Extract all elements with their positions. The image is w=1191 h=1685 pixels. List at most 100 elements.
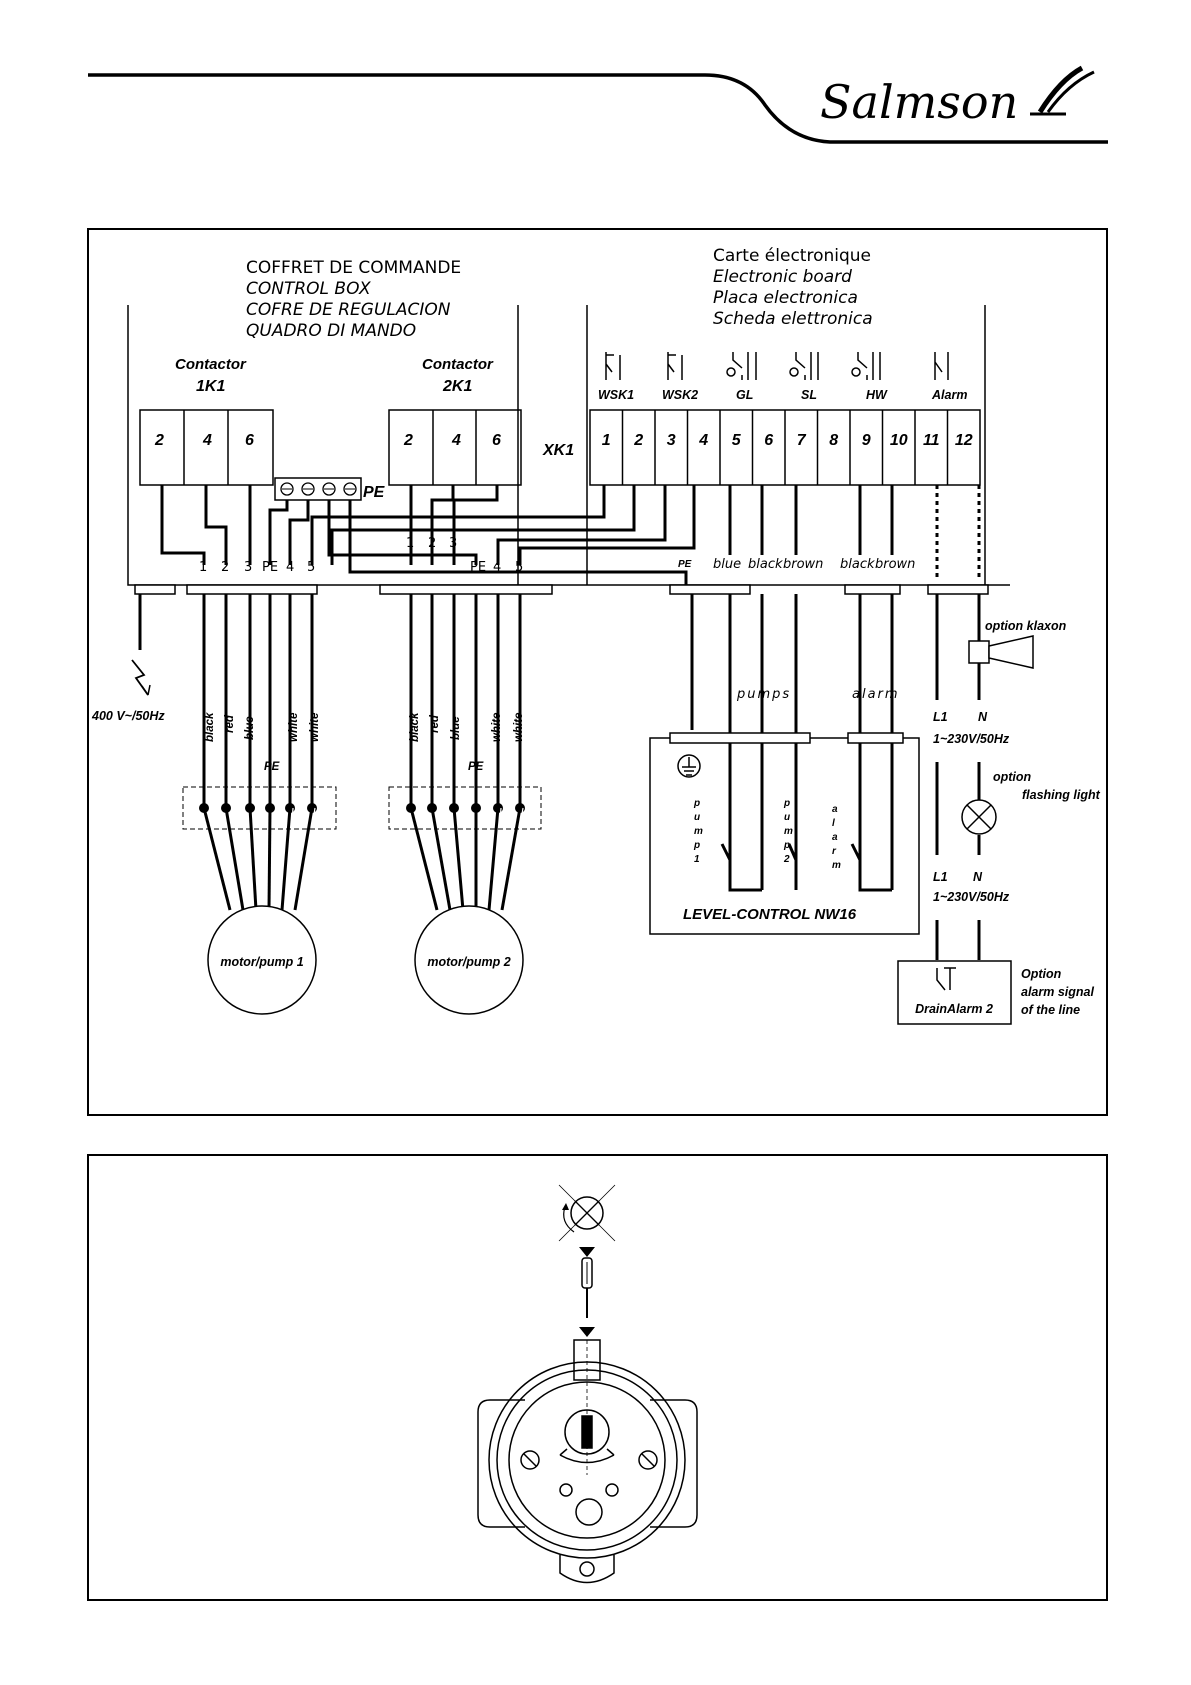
contactor-2k1: Contactor 2K1 2 4 6 xyxy=(388,356,522,486)
cable-2-labels: black red blue PE white white xyxy=(409,712,525,773)
contactor-1k1-id: 1K1 xyxy=(196,378,225,395)
board-title: Carte électronique Electronic board Plac… xyxy=(713,246,873,329)
alarm-output-lines xyxy=(935,485,981,580)
outputs-cable-2: 1 2 3 PE 4 5 xyxy=(406,536,523,575)
motor-1-terminal-block xyxy=(182,786,337,830)
alarm-wire-label: brown xyxy=(875,557,915,572)
drain-alarm-box: DrainAlarm 2 xyxy=(897,960,1012,1025)
board-group-label: GL xyxy=(736,388,753,402)
pumps-cable-label: pumps xyxy=(736,687,791,702)
control-unit-top-view xyxy=(477,1339,698,1584)
motor-2-terminal-block xyxy=(388,786,542,830)
flashing-light-icon xyxy=(961,799,997,835)
board-group-label: SL xyxy=(801,388,817,402)
output-terminal-label: PE xyxy=(470,560,486,575)
motor-pump-2: motor/pump 2 xyxy=(414,905,524,1015)
motor-2-label: motor/pump 2 xyxy=(427,955,510,969)
output-terminal-label: 3 xyxy=(244,560,252,575)
board-title-fr: Carte électronique xyxy=(713,246,871,266)
flashing-light-label: flashing light xyxy=(1022,788,1101,802)
contactor-2k1-id: 2K1 xyxy=(442,378,472,395)
contactor-1k1-terminal: 4 xyxy=(202,432,212,449)
line-bottom-n: N xyxy=(973,870,983,884)
xk1-terminal-number: 7 xyxy=(797,432,807,449)
wire-color-label: blue xyxy=(244,716,256,740)
line-bottom-l1: L1 xyxy=(933,870,948,884)
option-line-wiring xyxy=(935,594,981,960)
xk1-terminal-number: 2 xyxy=(633,432,643,449)
alarm-cable-label: alarm xyxy=(852,687,900,702)
motor-lead xyxy=(430,807,452,911)
board-pe-label: PE xyxy=(678,559,692,570)
wire-color-label: black xyxy=(409,712,421,742)
supply-voltage: 400 V~/50Hz xyxy=(91,709,165,723)
xk1-terminal-number: 9 xyxy=(862,432,871,449)
wire-color-label: white xyxy=(309,712,321,742)
board-title-en: Electronic board xyxy=(713,267,852,287)
output-terminal-label: 5 xyxy=(515,560,523,575)
output-terminal-label: 1 xyxy=(406,536,414,551)
option-klaxon-label: option klaxon xyxy=(985,619,1067,633)
motor-lead-stripe xyxy=(298,807,316,911)
cable-glands xyxy=(134,584,989,595)
motor-cables xyxy=(199,594,525,911)
motor-lead xyxy=(409,807,439,911)
arrow-down-icon xyxy=(579,1327,595,1337)
control-box-title-en: CONTROL BOX xyxy=(246,279,371,299)
output-terminal-label: 5 xyxy=(307,560,315,575)
contactor-2k1-terminal: 2 xyxy=(403,432,413,449)
line-bottom-voltage: 1~230V/50Hz xyxy=(933,890,1010,904)
brand-logo: Salmson xyxy=(820,75,1018,129)
rotation-direction-icon xyxy=(558,1184,616,1242)
xk1-terminal-number: 4 xyxy=(698,432,708,449)
alarm-signal-label: Option xyxy=(1021,967,1062,981)
board-group-label: Alarm xyxy=(931,388,967,402)
motor-1-label: motor/pump 1 xyxy=(220,955,303,969)
output-terminal-label: 4 xyxy=(286,560,294,575)
alarm-signal-label: alarm signal xyxy=(1021,985,1094,999)
output-terminal-label: 2 xyxy=(428,536,436,551)
output-terminal-label: 3 xyxy=(449,536,457,551)
control-box-title-it: QUADRO DI MANDO xyxy=(246,321,416,341)
pe-busbar-label: PE xyxy=(363,484,386,501)
motor-lead-stripe xyxy=(505,807,524,911)
wire-color-label: red xyxy=(429,714,441,733)
alarm-wire-label: black xyxy=(840,557,875,572)
brand-emblem-icon xyxy=(1030,65,1095,116)
internal-wiring xyxy=(160,485,696,585)
motor-pump-1: motor/pump 1 xyxy=(207,905,317,1015)
xk1-terminal-number: 11 xyxy=(923,432,940,449)
contactor-1k1: Contactor 1K1 2 4 6 xyxy=(139,356,274,486)
control-box-title-fr: COFFRET DE COMMANDE xyxy=(246,258,461,278)
wire-color-label: black xyxy=(204,712,216,742)
motor-lead xyxy=(248,807,258,911)
motor-lead xyxy=(280,807,292,911)
line-top-n: N xyxy=(978,710,988,724)
motor-lead xyxy=(293,807,314,911)
level-control-wiring xyxy=(690,485,894,890)
flashing-light-label: option xyxy=(993,770,1032,784)
line-top-l1: L1 xyxy=(933,710,948,724)
ground-icon xyxy=(677,754,701,778)
pump-wire-label: blue xyxy=(713,557,741,572)
wire-color-label: red xyxy=(224,714,236,733)
board-cable-labels: PE blue black brown black brown xyxy=(678,557,915,572)
alarm-signal-label: of the line xyxy=(1021,1003,1080,1017)
pump-wire-label: brown xyxy=(783,557,823,572)
motor-lead xyxy=(452,807,465,911)
xk1-label: XK1 xyxy=(542,442,574,459)
wire-color-label: white xyxy=(288,712,300,742)
board-group-label: WSK2 xyxy=(662,388,698,402)
line-top-voltage: 1~230V/50Hz xyxy=(933,732,1010,746)
contactor-2k1-terminal: 6 xyxy=(492,432,501,449)
level-control-title: LEVEL-CONTROL NW16 xyxy=(683,906,857,923)
klaxon-icon xyxy=(968,635,1034,669)
motor-lead xyxy=(267,807,272,911)
contactor-2k1-terminal: 4 xyxy=(451,432,461,449)
output-terminal-label: 1 xyxy=(199,560,207,575)
